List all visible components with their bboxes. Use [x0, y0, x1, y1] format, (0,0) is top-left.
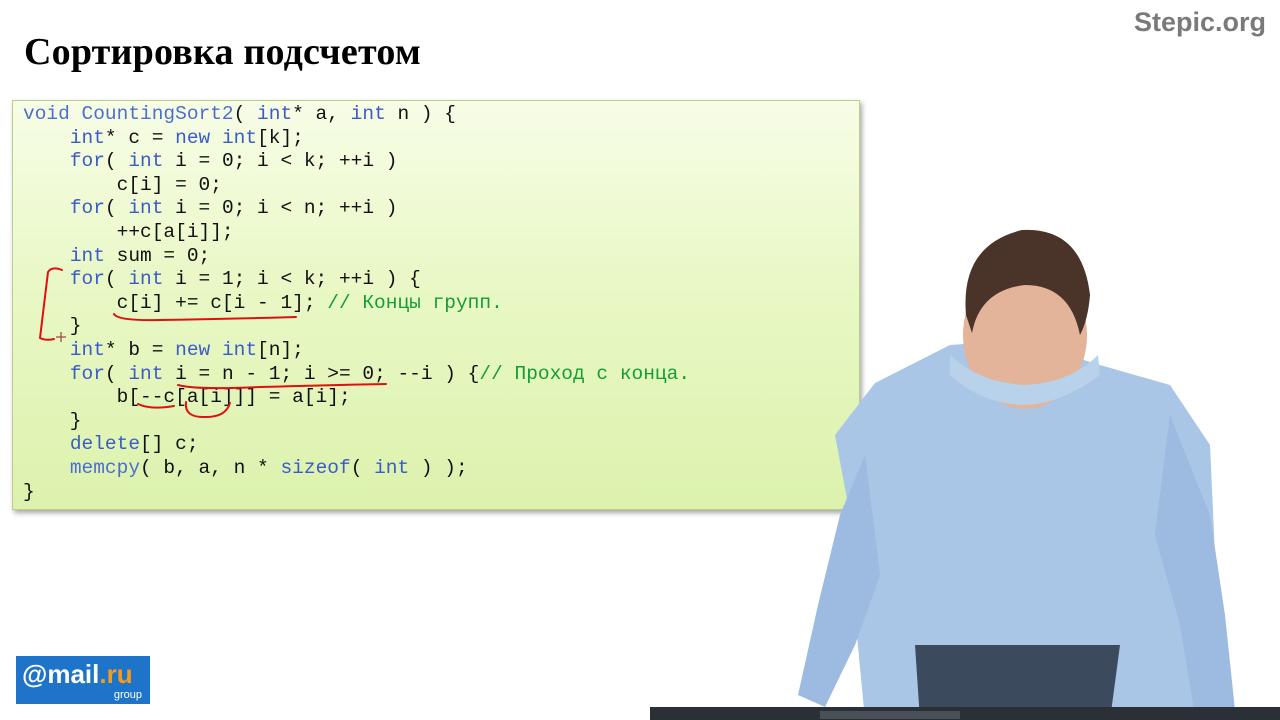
stepic-logo: Stepic.org: [1133, 7, 1266, 37]
code-keyword: delete: [69, 433, 141, 456]
code-text: i = 1; i < k; ++i ) {: [163, 268, 421, 291]
slide-title: Сортировка подсчетом: [24, 31, 421, 73]
logo-main-text: @mail: [22, 659, 100, 689]
mail-ru-group-logo: @mail.ru group: [16, 656, 150, 704]
code-line: for( int i = 1; i < k; ++i ) {: [23, 268, 690, 292]
code-keyword: int: [128, 197, 164, 220]
code-line: }: [23, 481, 690, 505]
code-text: (: [104, 362, 129, 385]
code-text: [] c;: [140, 433, 199, 456]
code-line: b[--c[a[i]]] = a[i];: [23, 386, 690, 410]
code-text: (: [350, 456, 375, 479]
code-line: int* b = new int[n];: [23, 339, 690, 363]
code-text: * b =: [104, 338, 176, 361]
code-line: }: [23, 315, 690, 339]
code-text: c[i] += c[i - 1];: [23, 291, 328, 314]
code-text: sum = 0;: [104, 244, 211, 267]
code-keyword: int: [69, 126, 105, 149]
code-text: b[--c[a[i]]] = a[i];: [23, 386, 351, 409]
code-keyword: sizeof: [280, 456, 351, 479]
code-text: * c =: [104, 126, 176, 149]
code-keyword: for: [69, 150, 105, 173]
code-comment: // Концы групп.: [327, 291, 503, 314]
code-text: i = n - 1; i >= 0; --i ) {: [163, 362, 480, 385]
code-keyword: void CountingSort2: [23, 103, 234, 125]
code-line: c[i] += c[i - 1]; // Концы групп.: [23, 292, 690, 316]
code-text: (: [104, 197, 129, 220]
code-line: }: [23, 410, 690, 434]
code-line: int* c = new int[k];: [23, 127, 690, 151]
code-text: (: [104, 268, 129, 291]
code-text: * a,: [292, 103, 351, 125]
code-line: delete[] c;: [23, 433, 690, 457]
code-line: void CountingSort2( int* a, int n ) {: [23, 103, 690, 127]
code-line: for( int i = 0; i < k; ++i ): [23, 150, 690, 174]
code-text: n ) {: [385, 103, 456, 125]
code-keyword: memcpy: [69, 456, 141, 479]
code-text: ) );: [409, 456, 468, 479]
code-text: [23, 127, 70, 149]
code-keyword: for: [69, 362, 105, 385]
code-keyword: int: [128, 150, 164, 173]
code-text: [23, 457, 70, 479]
code-text: c[i] = 0;: [23, 173, 222, 196]
logo-suffix-text: .ru: [99, 659, 133, 689]
code-text: [k];: [257, 126, 304, 149]
code-text: [23, 150, 70, 172]
code-keyword: new int: [175, 126, 258, 149]
code-keyword: int: [128, 362, 164, 385]
code-text: i = 0; i < n; ++i ): [163, 197, 398, 220]
code-text: [23, 433, 70, 455]
code-keyword: int: [69, 338, 105, 361]
code-text: [23, 363, 70, 385]
code-keyword: new int: [175, 338, 258, 361]
code-keyword: int: [128, 268, 164, 291]
code-text: }: [23, 315, 82, 338]
code-text: [23, 339, 70, 361]
code-text: ++c[a[i]];: [23, 220, 234, 243]
logo-sub-text: group: [113, 689, 142, 701]
code-text: }: [23, 480, 35, 503]
code-text: i = 0; i < k; ++i ): [163, 150, 398, 173]
code-line: for( int i = n - 1; i >= 0; --i ) {// Пр…: [23, 363, 690, 387]
code-keyword: for: [69, 268, 105, 291]
code-line: c[i] = 0;: [23, 174, 690, 198]
code-text: }: [23, 409, 82, 432]
code-text: (: [233, 103, 258, 125]
code-comment: // Проход с конца.: [479, 362, 691, 385]
code-keyword: int: [69, 244, 105, 267]
code-text: [n];: [257, 338, 304, 361]
code-line: for( int i = 0; i < n; ++i ): [23, 197, 690, 221]
code-text: [23, 268, 70, 290]
code-text: ( b, a, n *: [140, 456, 281, 479]
code-line: int sum = 0;: [23, 245, 690, 269]
code-text: [23, 197, 70, 219]
code-panel: void CountingSort2( int* a, int n ) { in…: [12, 100, 860, 510]
code-text: [23, 245, 70, 267]
code-keyword: int: [257, 103, 293, 125]
code-line: ++c[a[i]];: [23, 221, 690, 245]
code-line: memcpy( b, a, n * sizeof( int ) );: [23, 457, 690, 481]
presenter-photo: [650, 229, 1280, 720]
code-keyword: for: [69, 197, 105, 220]
code-listing: void CountingSort2( int* a, int n ) { in…: [23, 103, 690, 504]
code-text: (: [104, 150, 129, 173]
code-keyword: int: [350, 103, 386, 125]
code-keyword: int: [374, 456, 410, 479]
